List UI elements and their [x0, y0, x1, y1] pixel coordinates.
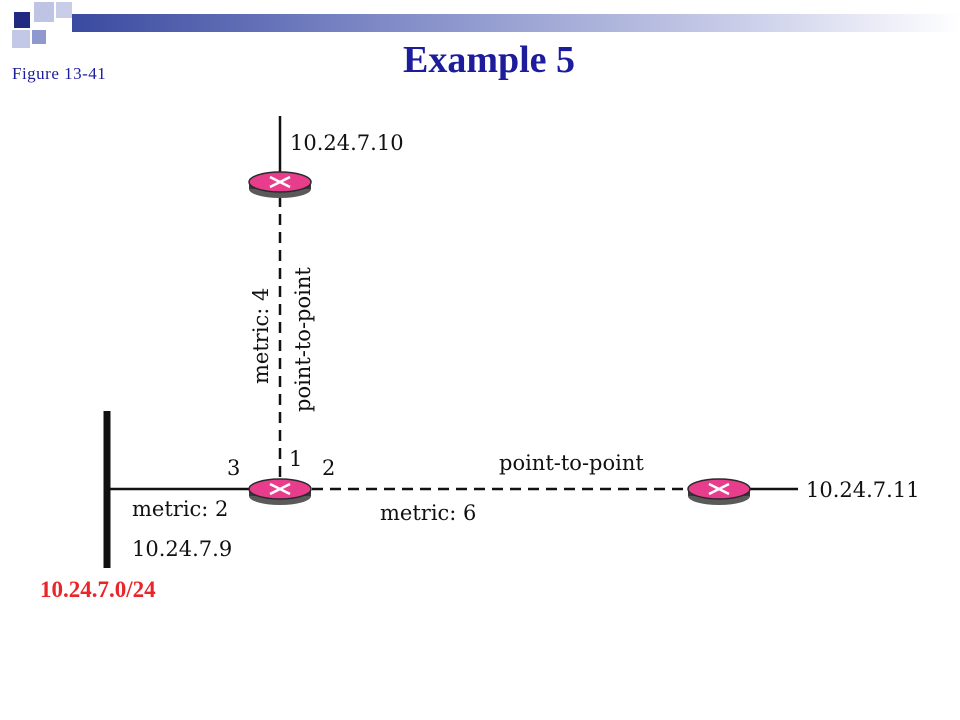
slide-title: Example 5: [402, 39, 576, 81]
router-center-ip: 10.24.7.9: [132, 537, 232, 561]
router-right-ip: 10.24.7.11: [806, 478, 920, 502]
deco-square-navy: [14, 12, 30, 28]
router-top-ip: 10.24.7.10: [290, 131, 404, 155]
horizontal-link-metric: metric: 6: [380, 501, 476, 525]
deco-square-light: [56, 2, 72, 18]
vertical-link-type: point-to-point: [291, 267, 315, 412]
figure-label: Figure 13-41: [12, 64, 107, 83]
deco-square-mid: [32, 30, 46, 44]
port-label-3: 3: [227, 456, 240, 480]
router-icon: [247, 170, 313, 200]
header-gradient-bar: [72, 14, 960, 32]
lan-link-metric: metric: 2: [132, 497, 228, 521]
port-label-2: 2: [322, 456, 335, 480]
router-icon: [247, 477, 313, 507]
network-label: 10.24.7.0/24: [40, 577, 156, 602]
horizontal-link-type: point-to-point: [499, 451, 644, 475]
deco-square-light: [34, 2, 54, 22]
deco-square-light: [12, 30, 30, 48]
router-icon: [686, 477, 752, 507]
vertical-link-metric: metric: 4: [249, 288, 273, 384]
port-label-1: 1: [289, 447, 302, 471]
